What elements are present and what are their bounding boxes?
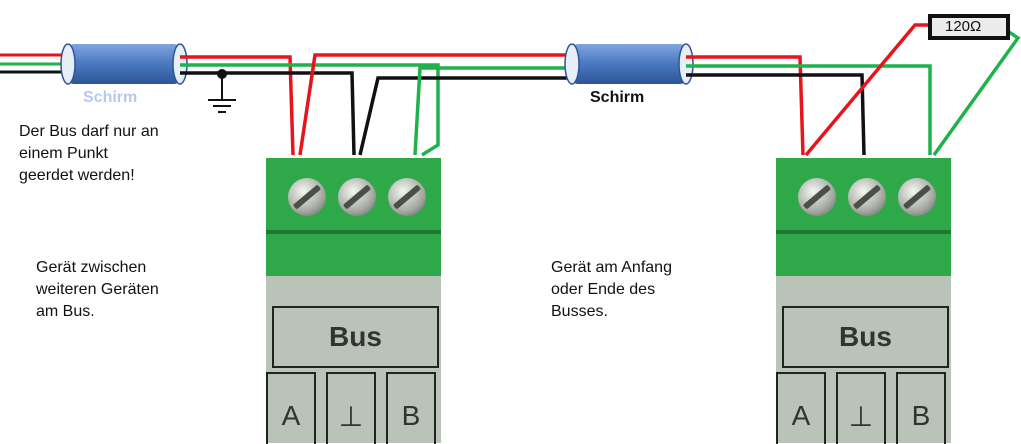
middle-device-note-line: Gerät zwischen: [36, 259, 147, 276]
pin-b-label: B: [386, 372, 436, 444]
terminal-left: Bus A ⊥ B: [266, 158, 441, 444]
screw-b: [898, 178, 936, 216]
screw-b: [388, 178, 426, 216]
shield-label-left: Schirm: [83, 89, 138, 106]
pin-b-label: B: [896, 372, 946, 444]
bus-label: Bus: [782, 306, 949, 368]
right-device-wires: [686, 55, 932, 156]
pin-gnd-label: ⊥: [836, 372, 886, 444]
left-shield-tube: [60, 43, 188, 85]
ground-note: Der Bus darf nur an einem Punkt geerdet …: [19, 121, 159, 187]
screw-gnd: [848, 178, 886, 216]
terminal-right: Bus A ⊥ B: [776, 158, 951, 444]
ground-note-line: geerdet werden!: [19, 167, 135, 184]
pin-a-label: A: [776, 372, 826, 444]
screw-a: [798, 178, 836, 216]
ground-note-line: einem Punkt: [19, 145, 108, 162]
end-device-note: Gerät am Anfang oder Ende des Busses.: [551, 257, 672, 323]
end-device-note-line: Gerät am Anfang: [551, 259, 672, 276]
middle-cable-wires: [298, 53, 575, 156]
screw-a: [288, 178, 326, 216]
pin-gnd-label: ⊥: [326, 372, 376, 444]
bus-label: Bus: [272, 306, 439, 368]
terminal-housing: Bus A ⊥ B: [266, 276, 441, 444]
end-device-note-line: oder Ende des: [551, 281, 656, 298]
shield-label-right: Schirm: [590, 89, 645, 106]
termination-wires: [804, 23, 1021, 157]
resistor-label: 120Ω: [945, 18, 982, 35]
terminal-connector: [266, 158, 441, 276]
ground-note-line: Der Bus darf nur an: [19, 123, 159, 140]
left-cable-leads: [0, 53, 70, 74]
middle-device-note-line: weiteren Geräten: [36, 281, 159, 298]
pin-a-label: A: [266, 372, 316, 444]
termination-resistor: [928, 14, 1010, 40]
right-shield-tube: [564, 43, 694, 85]
terminal-housing: Bus A ⊥ B: [776, 276, 951, 444]
left-device-wires: [180, 55, 440, 157]
screw-gnd: [338, 178, 376, 216]
end-device-note-line: Busses.: [551, 303, 608, 320]
ground-symbol: [208, 69, 236, 113]
middle-device-note: Gerät zwischen weiteren Geräten am Bus.: [36, 257, 159, 323]
middle-device-note-line: am Bus.: [36, 303, 95, 320]
terminal-connector: [776, 158, 951, 276]
